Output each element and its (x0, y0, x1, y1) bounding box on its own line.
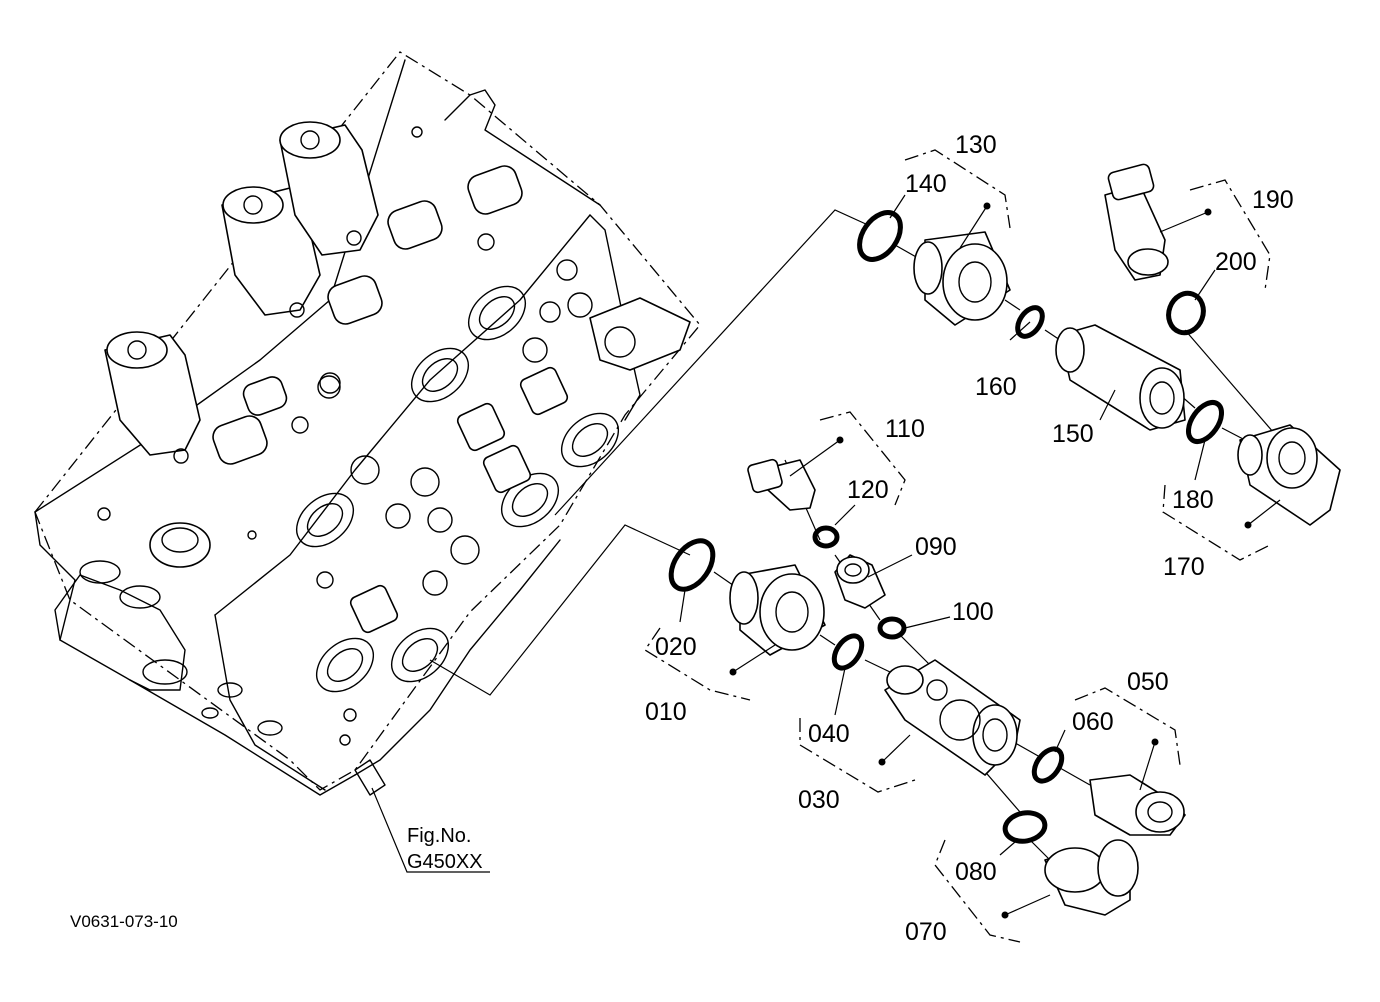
oring-140 (857, 210, 903, 262)
upper-fitting-group (857, 149, 1341, 561)
valve-ports (296, 259, 619, 746)
callout-160: 160 (975, 373, 1017, 401)
callout-180: 180 (1172, 486, 1214, 514)
fig-number: G450XX (407, 851, 483, 873)
oring-060 (1031, 746, 1065, 784)
callout-190: 190 (1252, 186, 1294, 214)
callout-110: 110 (885, 415, 925, 443)
fig-label: Fig.No. (407, 825, 471, 847)
adapter-130 (913, 231, 1011, 326)
figure-reference: Fig.No. G450XX (371, 787, 490, 873)
callout-080: 080 (955, 858, 997, 886)
elbow-110 (747, 458, 816, 511)
callout-130: 130 (955, 131, 997, 159)
tee-170 (1237, 424, 1341, 526)
oring-200 (1166, 290, 1206, 336)
callout-100: 100 (952, 598, 994, 626)
callout-060: 060 (1072, 708, 1114, 736)
callout-050: 050 (1127, 668, 1169, 696)
callout-040: 040 (808, 720, 850, 748)
tee-030 (884, 659, 1021, 776)
callout-070: 070 (905, 918, 947, 946)
elbow-050 (1089, 774, 1186, 836)
callout-140: 140 (905, 170, 947, 198)
control-valve-body (34, 51, 701, 796)
callout-170: 170 (1163, 553, 1205, 581)
callout-020: 020 (655, 633, 697, 661)
nut-090 (834, 554, 886, 609)
callout-150: 150 (1052, 420, 1094, 448)
callout-030: 030 (798, 786, 840, 814)
callout-labels: 130 140 190 200 160 150 180 170 110 120 … (645, 131, 1294, 946)
callout-090: 090 (915, 533, 957, 561)
drawing-code: V0631-073-10 (70, 912, 178, 931)
elbow-070 (1044, 839, 1139, 916)
lower-fitting-group (644, 411, 1186, 943)
oring-020 (668, 538, 716, 592)
adapter-010 (729, 564, 826, 656)
spool-housing-1 (104, 331, 201, 456)
oring-180 (1185, 399, 1225, 445)
callout-200: 200 (1215, 248, 1257, 276)
oring-160 (1015, 305, 1045, 339)
elbow-190 (1104, 163, 1169, 281)
spool-housing-3 (279, 121, 379, 256)
oring-040 (831, 633, 865, 671)
spool-housing-2 (221, 186, 321, 316)
oring-100 (877, 616, 907, 640)
oring-120 (812, 525, 840, 549)
callout-120: 120 (847, 476, 889, 504)
spool-fittings (173, 165, 523, 465)
extension-150 (1055, 324, 1186, 431)
callout-010: 010 (645, 698, 687, 726)
oring-080 (1002, 810, 1048, 844)
